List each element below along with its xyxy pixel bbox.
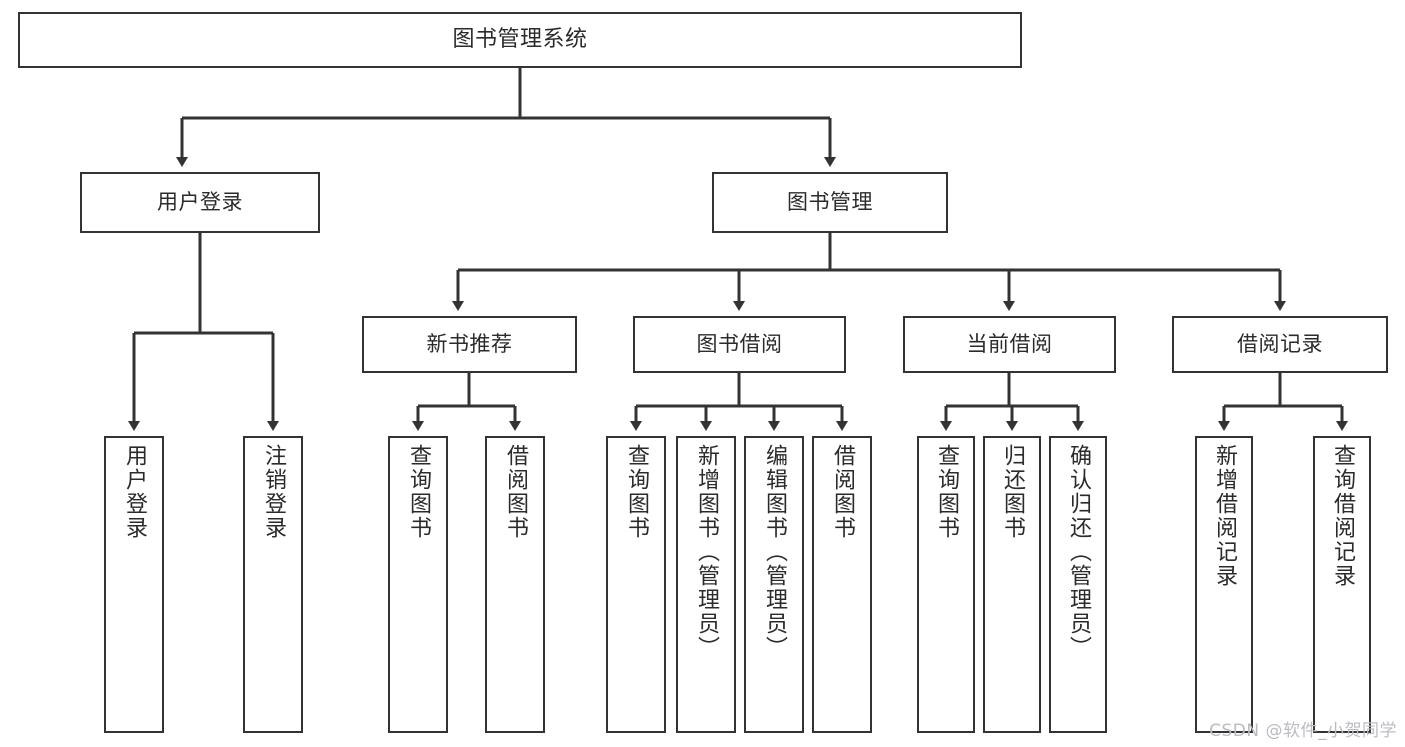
node-current-borrow-label: 当前借阅 xyxy=(966,331,1053,356)
node-leaf-user-login[interactable]: 用户登录 xyxy=(104,436,164,733)
node-leaf-borrow-book-rec-label: 借阅图书 xyxy=(503,444,528,540)
node-leaf-query-book-bor-label: 查询图书 xyxy=(624,444,649,540)
node-book-borrow-label: 图书借阅 xyxy=(696,331,783,356)
node-book-manage[interactable]: 图书管理 xyxy=(712,172,948,233)
node-leaf-borrow-book-bor-label: 借阅图书 xyxy=(830,444,855,540)
node-leaf-user-logout-label: 注销登录 xyxy=(261,444,286,540)
node-leaf-confirm-return-label: 确认归还（管理员） xyxy=(1066,444,1091,660)
node-leaf-query-book-cur-label: 查询图书 xyxy=(934,444,959,540)
node-leaf-add-book[interactable]: 新增图书（管理员） xyxy=(676,436,736,733)
node-new-book-rec-label: 新书推荐 xyxy=(426,331,513,356)
node-borrow-record[interactable]: 借阅记录 xyxy=(1172,316,1388,373)
node-user-login[interactable]: 用户登录 xyxy=(80,172,320,233)
node-leaf-query-record[interactable]: 查询借阅记录 xyxy=(1313,436,1371,733)
node-root[interactable]: 图书管理系统 xyxy=(18,12,1022,68)
node-book-borrow[interactable]: 图书借阅 xyxy=(633,316,846,373)
node-leaf-edit-book[interactable]: 编辑图书（管理员） xyxy=(744,436,804,733)
node-user-login-label: 用户登录 xyxy=(157,189,243,214)
node-new-book-rec[interactable]: 新书推荐 xyxy=(362,316,577,373)
node-leaf-confirm-return[interactable]: 确认归还（管理员） xyxy=(1049,436,1107,733)
node-leaf-query-book-cur[interactable]: 查询图书 xyxy=(917,436,975,733)
node-leaf-add-record[interactable]: 新增借阅记录 xyxy=(1195,436,1253,733)
node-borrow-record-label: 借阅记录 xyxy=(1237,331,1323,356)
node-leaf-borrow-book-bor[interactable]: 借阅图书 xyxy=(812,436,872,733)
node-leaf-return-book[interactable]: 归还图书 xyxy=(983,436,1041,733)
node-leaf-query-book-rec-label: 查询图书 xyxy=(406,444,431,540)
node-leaf-return-book-label: 归还图书 xyxy=(1000,444,1025,540)
node-leaf-user-login-label: 用户登录 xyxy=(122,444,147,540)
node-leaf-query-book-bor[interactable]: 查询图书 xyxy=(606,436,666,733)
node-leaf-add-record-label: 新增借阅记录 xyxy=(1212,444,1237,588)
node-leaf-user-logout[interactable]: 注销登录 xyxy=(243,436,303,733)
node-leaf-borrow-book-rec[interactable]: 借阅图书 xyxy=(485,436,545,733)
node-book-manage-label: 图书管理 xyxy=(787,189,873,214)
node-current-borrow[interactable]: 当前借阅 xyxy=(903,316,1116,373)
node-leaf-edit-book-label: 编辑图书（管理员） xyxy=(762,444,787,660)
node-leaf-query-record-label: 查询借阅记录 xyxy=(1330,444,1355,588)
node-leaf-query-book-rec[interactable]: 查询图书 xyxy=(388,436,448,733)
node-root-label: 图书管理系统 xyxy=(452,26,588,52)
node-leaf-add-book-label: 新增图书（管理员） xyxy=(694,444,719,660)
